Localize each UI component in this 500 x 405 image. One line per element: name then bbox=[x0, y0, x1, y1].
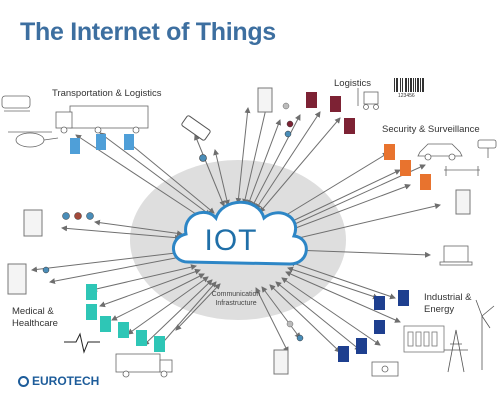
barcode-number: 123456 bbox=[398, 93, 415, 99]
logistics-device-blocks bbox=[306, 92, 355, 134]
factory-icon bbox=[403, 325, 445, 353]
laptop-icon bbox=[439, 245, 473, 266]
server-icon bbox=[7, 263, 27, 295]
wind-turbine-icon bbox=[475, 299, 495, 370]
forklift-icon bbox=[357, 88, 379, 110]
security-device-blocks bbox=[384, 144, 431, 190]
category-label-logistics: Logistics bbox=[334, 78, 371, 89]
server-icon bbox=[23, 209, 43, 237]
printer-icon bbox=[371, 361, 399, 377]
iot-cloud bbox=[172, 200, 308, 266]
cloud-label: IOT bbox=[204, 224, 258, 257]
server-icon bbox=[257, 87, 273, 113]
category-label-industrial: Industrial & Energy bbox=[424, 292, 472, 315]
eurotech-logo: EUROTECH bbox=[18, 374, 99, 388]
category-label-medical: Medical & Healthcare bbox=[12, 306, 58, 329]
gate-icon bbox=[444, 166, 480, 176]
transportation-group bbox=[1, 95, 211, 162]
status-dots bbox=[282, 102, 294, 138]
server-icon bbox=[455, 189, 471, 215]
transport-device-blocks bbox=[70, 134, 134, 154]
cloud-sublabel: Communication Infrastructure bbox=[211, 291, 261, 307]
eurotech-logo-icon bbox=[18, 375, 29, 387]
category-label-transportation: Transportation & Logistics bbox=[52, 88, 162, 99]
car-icon bbox=[417, 143, 463, 161]
connection-arrows bbox=[31, 99, 441, 353]
truck-icon bbox=[55, 105, 149, 134]
page-title: The Internet of Things bbox=[20, 18, 276, 46]
industrial-group bbox=[273, 290, 495, 377]
barcode-icon bbox=[394, 78, 424, 92]
helicopter-icon bbox=[8, 131, 59, 148]
logistics-group bbox=[257, 78, 424, 138]
medical-group bbox=[7, 209, 173, 378]
medical-device-blocks bbox=[86, 284, 165, 352]
logo-text: EUROTECH bbox=[32, 374, 100, 388]
train-icon bbox=[1, 95, 31, 112]
camera-icon bbox=[477, 139, 497, 158]
tracker-device-icon bbox=[181, 115, 211, 162]
server-icon bbox=[273, 349, 289, 375]
power-pylon-icon bbox=[444, 329, 468, 373]
security-group bbox=[384, 139, 497, 266]
status-dots bbox=[286, 320, 304, 342]
heartbeat-icon bbox=[64, 332, 100, 354]
status-dots bbox=[42, 212, 94, 274]
ambulance-icon bbox=[115, 353, 173, 378]
category-label-security: Security & Surveillance bbox=[382, 124, 480, 135]
industrial-device-blocks bbox=[338, 290, 409, 362]
